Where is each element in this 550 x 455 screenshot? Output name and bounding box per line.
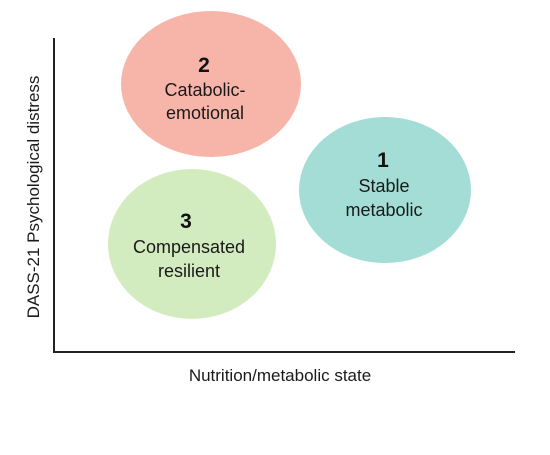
- cluster-3: 3 Compensated resilient: [108, 169, 276, 319]
- cluster-2-number: 2: [198, 54, 210, 77]
- cluster-2-label-line1: Catabolic-: [164, 80, 245, 100]
- cluster-2-label-line2: emotional: [166, 103, 244, 123]
- cluster-2-ellipse: [121, 11, 301, 157]
- x-axis-label: Nutrition/metabolic state: [189, 366, 371, 385]
- cluster-3-number: 3: [180, 210, 192, 233]
- cluster-1: 1 Stable metabolic: [299, 117, 471, 263]
- cluster-1-ellipse: [299, 117, 471, 263]
- cluster-1-label-line2: metabolic: [345, 200, 422, 220]
- cluster-1-label-line1: Stable: [358, 176, 409, 196]
- cluster-1-number: 1: [377, 149, 389, 172]
- cluster-3-label-line1: Compensated: [133, 237, 245, 257]
- cluster-3-ellipse: [108, 169, 276, 319]
- y-axis-label: DASS-21 Psychological distress: [24, 76, 43, 319]
- cluster-3-label-line2: resilient: [158, 261, 220, 281]
- cluster-2: 2 Catabolic- emotional: [121, 11, 301, 157]
